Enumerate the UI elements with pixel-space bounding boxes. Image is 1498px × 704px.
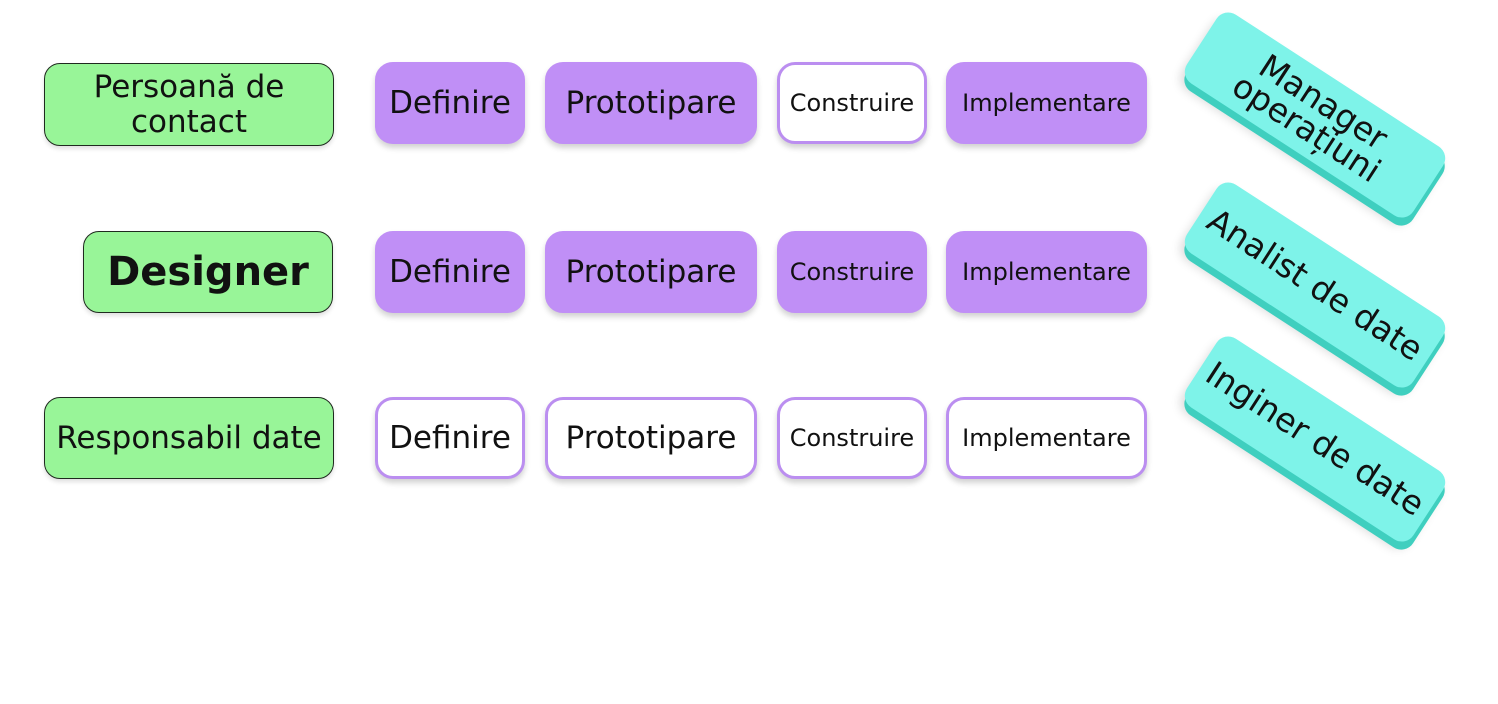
phase-implementare: Implementare [946,231,1147,313]
side-role-label: Manager operațiuni [1225,45,1395,191]
phase-construire: Construire [777,231,927,313]
phase-label: Implementare [962,424,1131,452]
phase-label: Prototipare [565,420,737,456]
phase-definire: Definire [375,62,525,144]
phase-label: Prototipare [565,254,737,290]
phase-label: Definire [389,254,511,290]
phase-label: Implementare [962,89,1131,117]
role-persoana-de-contact: Persoană de contact [44,63,334,146]
phase-label: Definire [389,85,511,121]
phase-prototipare: Prototipare [545,397,757,479]
role-label: Persoană de contact [93,69,285,140]
phase-construire: Construire [777,397,927,479]
phase-definire: Definire [375,231,525,313]
phase-label: Definire [389,420,511,456]
phase-label: Construire [789,89,915,117]
phase-prototipare: Prototipare [545,231,757,313]
role-designer: Designer [83,231,333,313]
phase-implementare: Implementare [946,397,1147,479]
phase-construire: Construire [777,62,927,144]
phase-prototipare: Prototipare [545,62,757,144]
phase-label: Prototipare [565,85,737,121]
phase-definire: Definire [375,397,525,479]
phase-label: Construire [789,424,915,452]
phase-label: Implementare [962,258,1131,286]
phase-implementare: Implementare [946,62,1147,144]
role-label: Responsabil date [56,419,322,456]
role-label: Designer [107,249,309,295]
phase-label: Construire [789,258,915,286]
role-responsabil-date: Responsabil date [44,397,334,479]
